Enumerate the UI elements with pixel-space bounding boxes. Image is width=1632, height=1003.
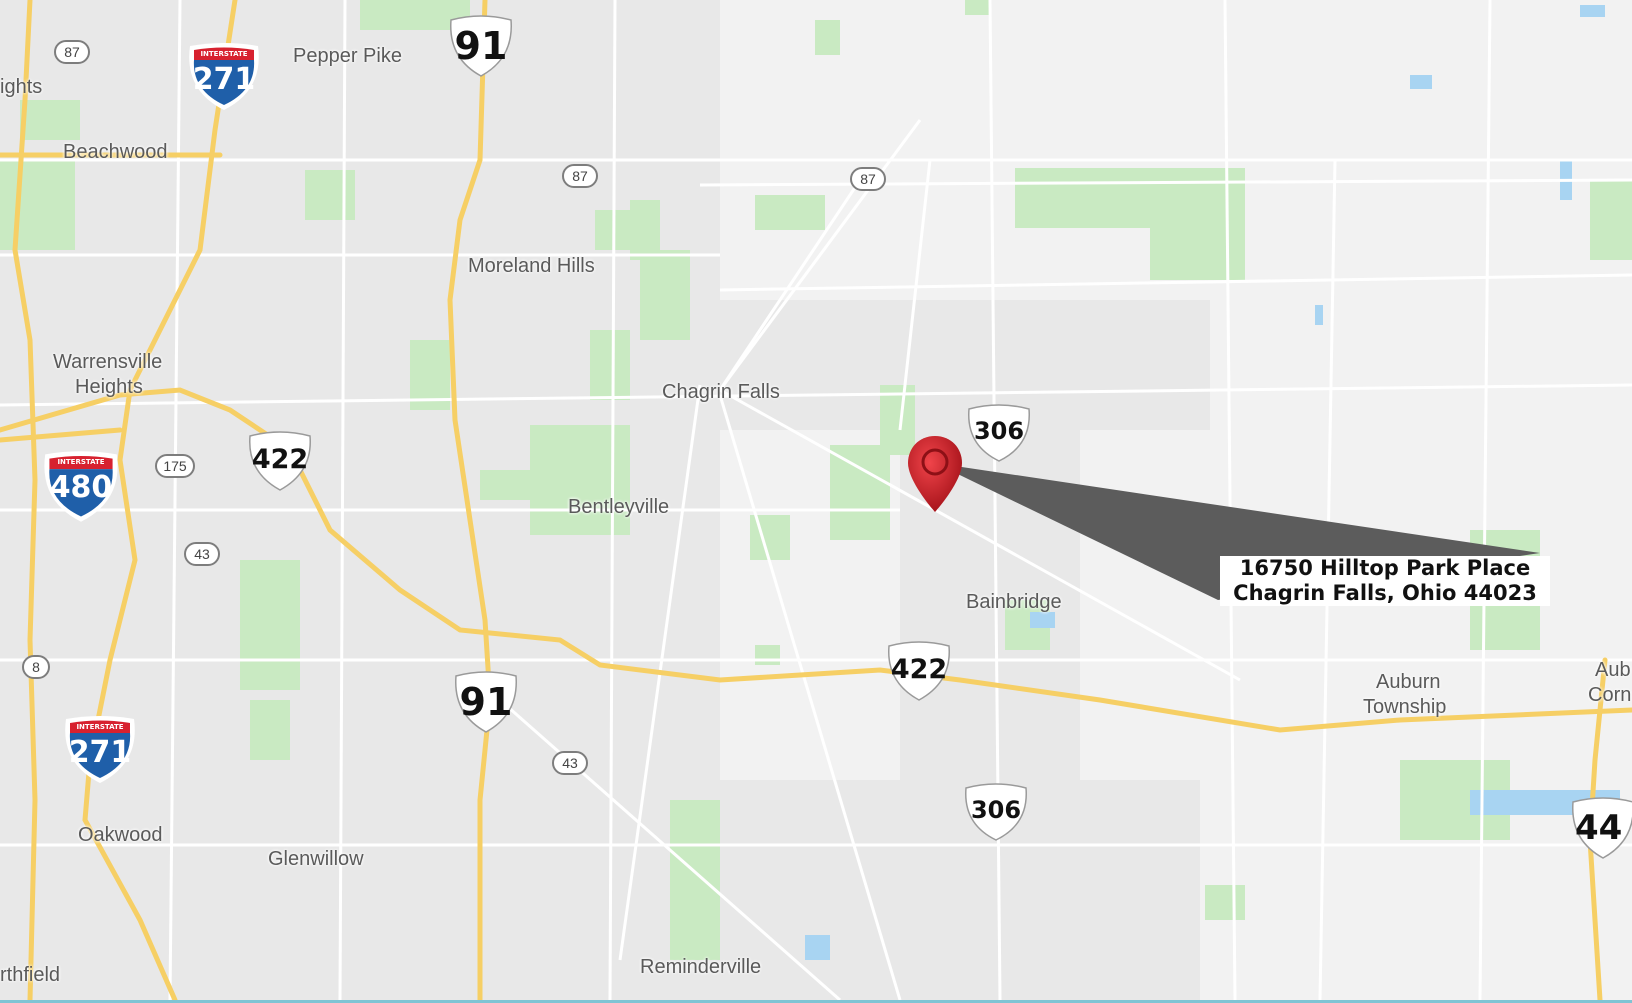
place-heights: ights bbox=[0, 76, 43, 98]
us-route-shield-icon bbox=[888, 641, 950, 701]
route-shield-icon bbox=[450, 15, 512, 77]
i271-shield: INTERSTATE 271 bbox=[186, 42, 262, 112]
place-pepper-pike: Pepper Pike bbox=[293, 45, 402, 67]
place-moreland-hills: Moreland Hills bbox=[468, 255, 595, 277]
sr8-shield: 8 bbox=[22, 655, 50, 679]
sr44-shield: 44 bbox=[1570, 796, 1632, 860]
sr306-shield: 306 bbox=[966, 403, 1032, 463]
place-bentleyville: Bentleyville bbox=[568, 496, 670, 518]
place-oakwood: Oakwood bbox=[78, 824, 163, 846]
route-shield-icon bbox=[1572, 797, 1632, 859]
place-glenwillow: Glenwillow bbox=[268, 848, 364, 870]
location-pin-icon[interactable] bbox=[906, 434, 964, 514]
place-auburn-corners: Aub bbox=[1595, 659, 1631, 681]
interstate-shield-icon bbox=[44, 451, 118, 522]
sr91-shield: 91 bbox=[453, 670, 519, 734]
place-reminderville: Reminderville bbox=[640, 956, 762, 978]
sr87-shield: 87 bbox=[54, 40, 90, 64]
address-line-1: 16750 Hilltop Park Place bbox=[1239, 556, 1531, 580]
address-line-2: Chagrin Falls, Ohio 44023 bbox=[1233, 581, 1537, 605]
sr306-shield: 306 bbox=[963, 782, 1029, 842]
sr175-shield: 175 bbox=[155, 454, 195, 478]
place-chagrin-falls: Chagrin Falls bbox=[662, 381, 780, 403]
bottom-border bbox=[0, 1000, 1632, 1003]
place-beachwood: Beachwood bbox=[63, 141, 168, 163]
us-route-shield-icon bbox=[249, 431, 311, 491]
route-shield-icon bbox=[965, 783, 1027, 841]
interstate-shield-icon bbox=[65, 716, 135, 783]
address-callout: 16750 Hilltop Park Place Chagrin Falls, … bbox=[1220, 556, 1550, 606]
i480-shield: INTERSTATE 480 bbox=[41, 450, 121, 524]
place-auburn-township: Township bbox=[1363, 696, 1447, 718]
sr43-shield: 43 bbox=[184, 542, 220, 566]
place-auburn-corners-2: Corn bbox=[1588, 684, 1632, 706]
place-northfield: rthfield bbox=[0, 964, 61, 986]
route-shield-icon bbox=[455, 671, 517, 733]
place-warrensville-heights: Heights bbox=[75, 376, 143, 398]
sr87-shield: 87 bbox=[850, 167, 886, 191]
sr87-shield: 87 bbox=[562, 164, 598, 188]
route-shield-icon bbox=[968, 404, 1030, 462]
place-warrensville: Warrensville bbox=[53, 351, 163, 373]
sr43-shield: 43 bbox=[552, 751, 588, 775]
us422-shield: 422 bbox=[247, 430, 313, 492]
interstate-shield-icon bbox=[189, 43, 259, 110]
place-bainbridge: Bainbridge bbox=[966, 591, 1062, 613]
place-auburn: Auburn bbox=[1376, 671, 1441, 693]
us422-shield: 422 bbox=[886, 640, 952, 702]
i271-shield: INTERSTATE 271 bbox=[62, 715, 138, 785]
sr91-shield: 91 bbox=[448, 14, 514, 78]
